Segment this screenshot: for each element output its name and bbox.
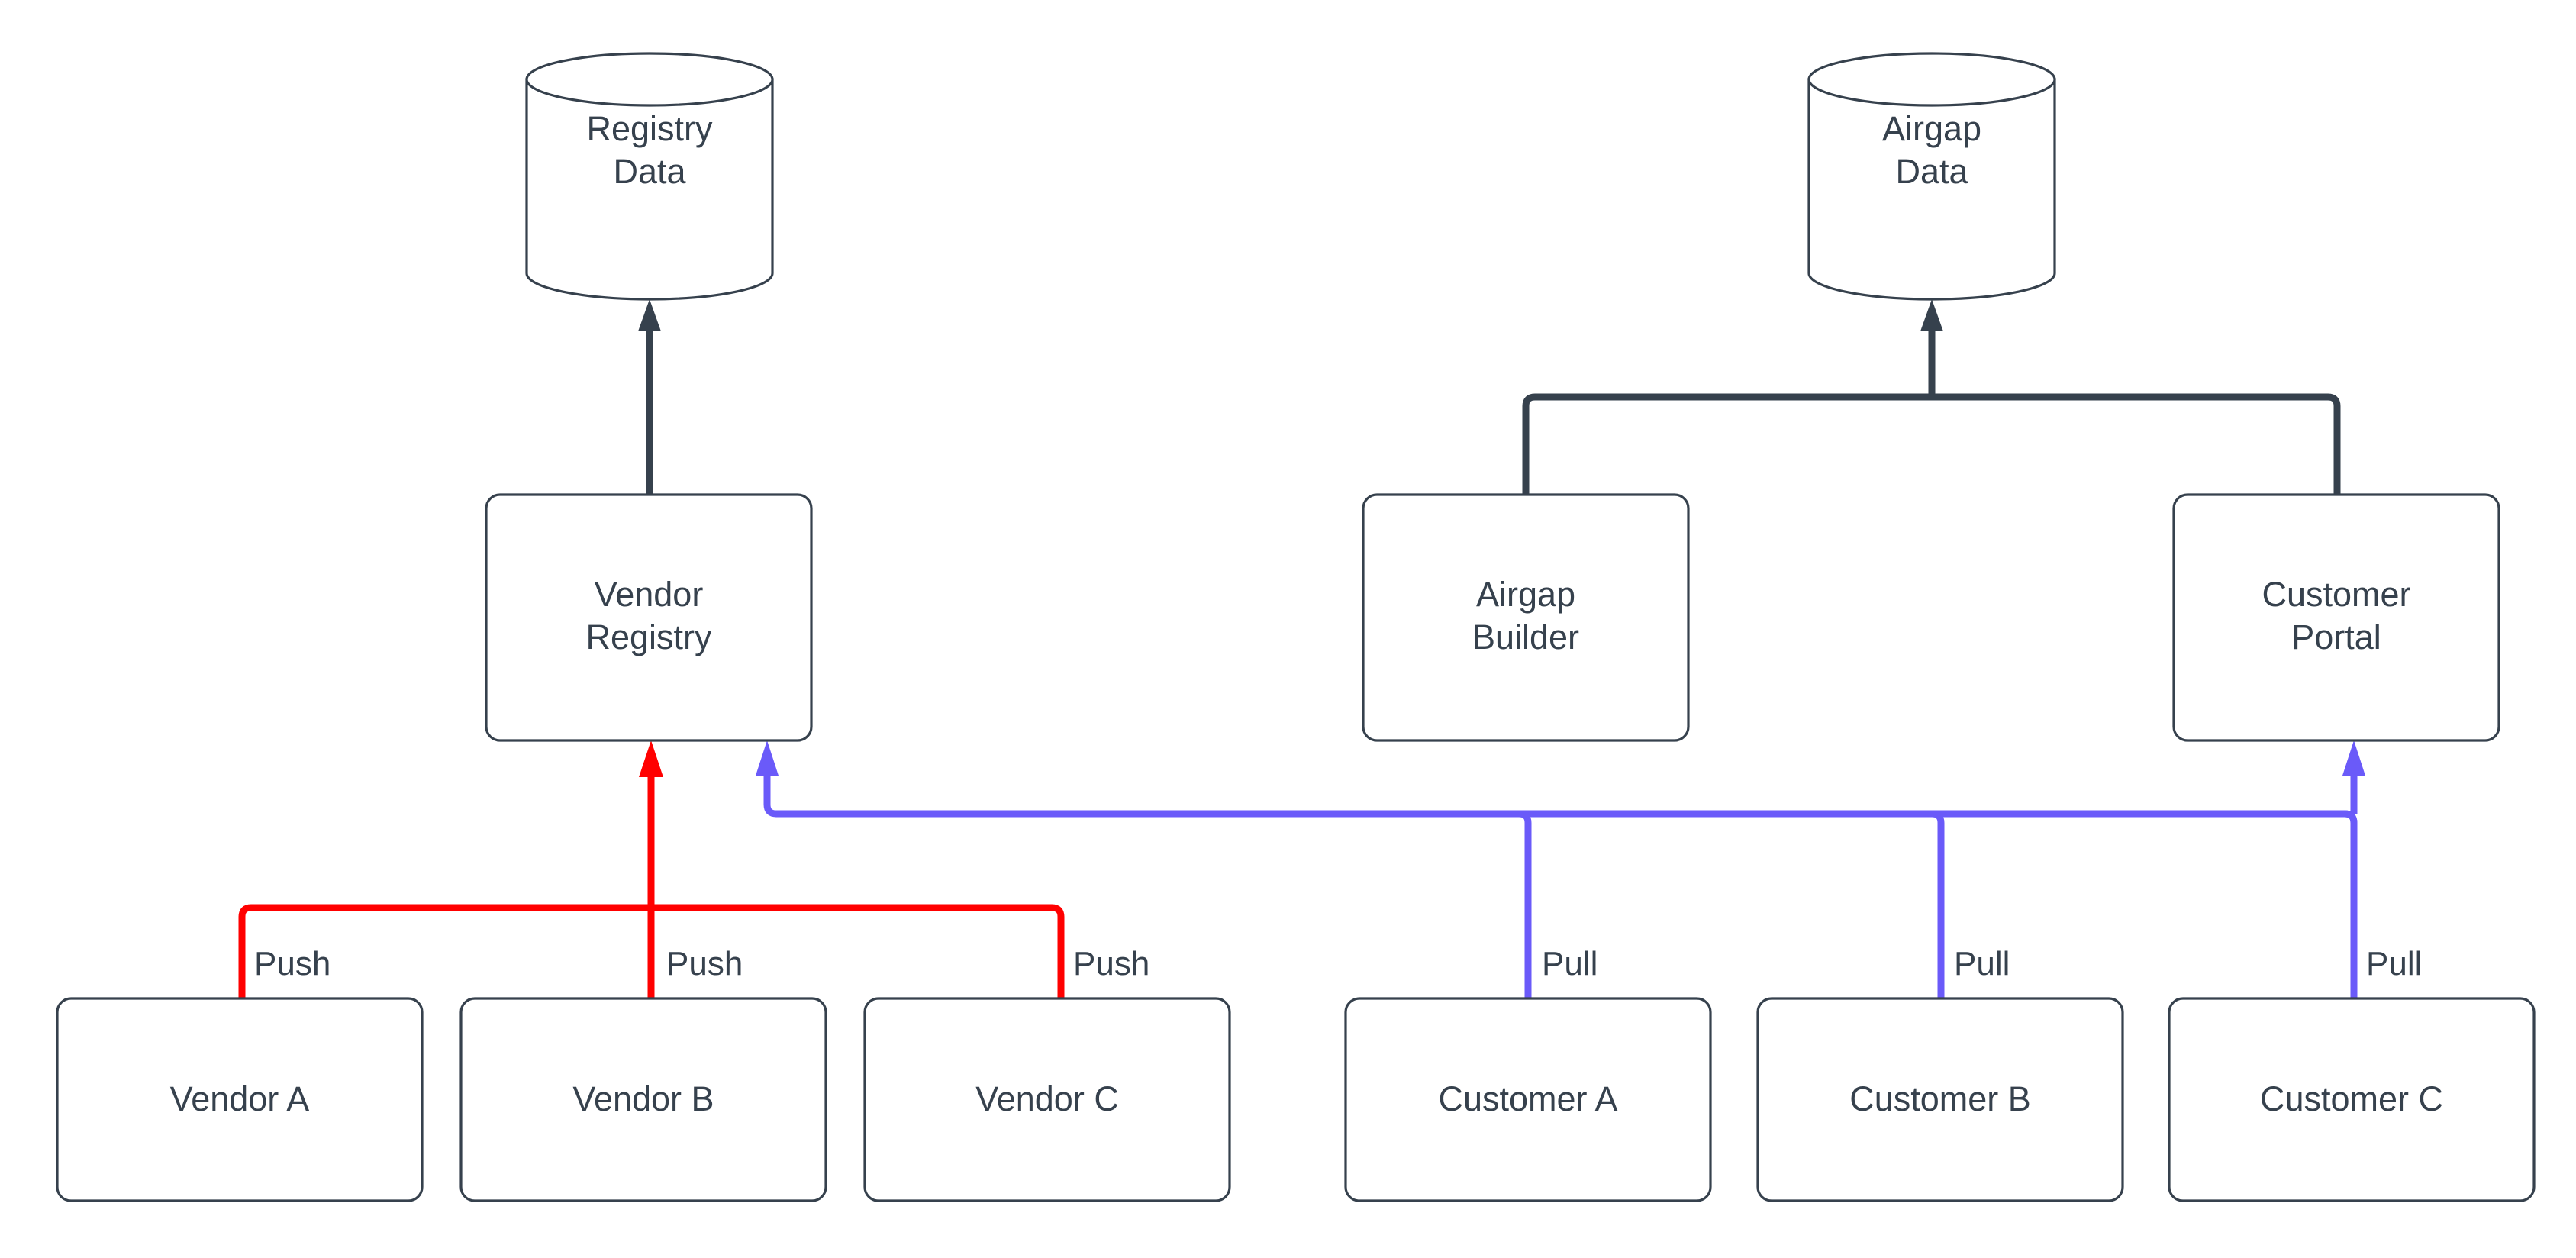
node-vendor-registry[interactable]: Vendor Registry (485, 493, 813, 742)
node-airgap-builder-label-line1: Airgap (1476, 575, 1575, 614)
node-vendor-b[interactable]: Vendor B (459, 997, 827, 1202)
node-airgap-builder[interactable]: Airgap Builder (1362, 493, 1690, 742)
node-vendor-registry-label-line1: Vendor (595, 575, 704, 614)
node-customer-a[interactable]: Customer A (1344, 997, 1712, 1202)
node-vendor-registry-label-line2: Registry (585, 618, 712, 656)
connector-airgap-builder-to-airgap-data (1522, 314, 1936, 495)
node-customer-b[interactable]: Customer B (1756, 997, 2124, 1202)
edge-label-pull-customer-b: Pull (1954, 945, 2010, 982)
edge-label-pull-customer-a: Pull (1542, 945, 1598, 982)
node-customer-portal-label-line2: Portal (2291, 618, 2381, 656)
datastore-airgap-data[interactable]: Airgap Data (1807, 52, 2056, 301)
node-customer-c[interactable]: Customer C (2168, 997, 2536, 1202)
connector-push-bus (238, 740, 1065, 998)
node-customer-a-label: Customer A (1438, 1079, 1617, 1118)
node-vendor-c-label: Vendor C (975, 1079, 1119, 1118)
node-airgap-builder-label-line2: Builder (1472, 618, 1579, 656)
connector-vendor-registry-to-registry-data (638, 299, 661, 495)
node-customer-portal-label-line1: Customer (2262, 575, 2410, 614)
node-vendor-c[interactable]: Vendor C (863, 997, 1231, 1202)
node-customer-b-label: Customer B (1849, 1079, 2031, 1118)
connector-pull-bus (756, 740, 2365, 998)
datastore-registry-data-label-line2: Data (613, 152, 686, 191)
node-customer-c-label: Customer C (2260, 1079, 2443, 1118)
datastore-registry-data-label-line1: Registry (586, 109, 713, 148)
edge-label-push-vendor-c: Push (1073, 945, 1149, 982)
node-customer-portal[interactable]: Customer Portal (2172, 493, 2500, 742)
datastore-airgap-data-label-line1: Airgap (1882, 109, 1981, 148)
edge-label-push-vendor-b: Push (666, 945, 743, 982)
datastore-registry-data[interactable]: Registry Data (525, 52, 774, 301)
node-vendor-a[interactable]: Vendor A (56, 997, 424, 1202)
edge-label-push-vendor-a: Push (254, 945, 330, 982)
node-vendor-b-label: Vendor B (572, 1079, 714, 1118)
node-vendor-a-label: Vendor A (170, 1079, 310, 1118)
connector-customer-portal-to-airgap-data (1920, 299, 2341, 495)
edge-label-pull-customer-c: Pull (2366, 945, 2422, 982)
datastore-airgap-data-label-line2: Data (1895, 152, 1968, 191)
